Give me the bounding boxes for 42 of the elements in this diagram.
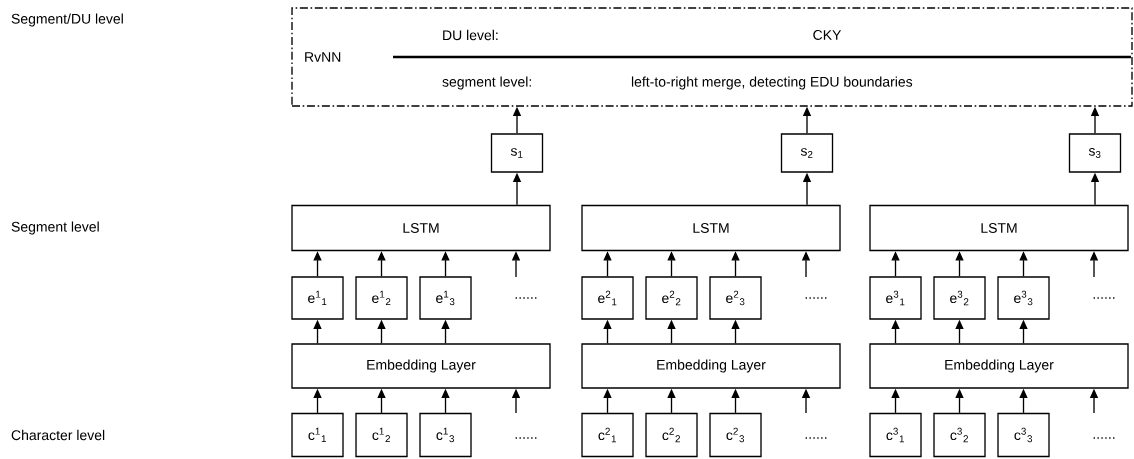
layer-box: Embedding Layer	[291, 343, 551, 389]
method-text: CKY	[813, 30, 842, 40]
character-box: c$^{2}$2	[645, 412, 698, 458]
embedding-box: e$^{2}$2	[645, 276, 698, 320]
character-box: c$^{1}$1	[291, 412, 344, 458]
vector-box: s$_{3}$	[1068, 133, 1122, 173]
ellipsis-dots: ......	[1093, 297, 1115, 299]
embedding-box: e$^{3}$3	[997, 276, 1050, 320]
method-text: left-to-right merge, detecting EDU boundaries	[631, 76, 913, 90]
ellipsis-dots: ......	[1093, 437, 1115, 439]
vector-box: s$_{2}$	[780, 133, 834, 173]
level-label: DU level:	[443, 29, 498, 41]
ellipsis-dots: ......	[515, 297, 537, 299]
row-label: Character level	[11, 429, 105, 441]
embedding-box: e$^{1}$3	[419, 276, 472, 320]
embedding-box: e$^{1}$1	[291, 276, 344, 320]
vector-box: s$_{1}$	[490, 133, 544, 173]
embedding-box: e$^{2}$1	[581, 276, 634, 320]
character-box: c$^{2}$3	[709, 412, 762, 458]
lstm-box: LSTM	[291, 204, 551, 252]
ellipsis-dots: ......	[515, 437, 537, 439]
dashed-container-box	[291, 7, 1133, 107]
embedding-box: e$^{2}$3	[709, 276, 762, 320]
character-box: c$^{2}$1	[581, 412, 634, 458]
lstm-box: LSTM	[869, 204, 1129, 252]
layer-box: Embedding Layer	[869, 343, 1129, 389]
character-box: c$^{3}$1	[869, 412, 922, 458]
embedding-box: e$^{3}$1	[869, 276, 922, 320]
character-box: c$^{1}$2	[355, 412, 408, 458]
ellipsis-dots: ......	[805, 297, 827, 299]
layer-box: Embedding Layer	[581, 343, 841, 389]
lstm-box: LSTM	[581, 204, 841, 252]
level-label: segment level:	[442, 76, 531, 90]
embedding-box: e$^{1}$2	[355, 276, 408, 320]
ellipsis-dots: ......	[805, 437, 827, 439]
character-box: c$^{3}$2	[933, 412, 986, 458]
model-label: RvNN	[305, 52, 341, 62]
row-label: Segment/DU level	[11, 13, 123, 27]
row-label: Segment level	[11, 221, 99, 235]
character-box: c$^{3}$3	[997, 412, 1050, 458]
embedding-box: e$^{3}$2	[933, 276, 986, 320]
character-box: c$^{1}$3	[419, 412, 472, 458]
